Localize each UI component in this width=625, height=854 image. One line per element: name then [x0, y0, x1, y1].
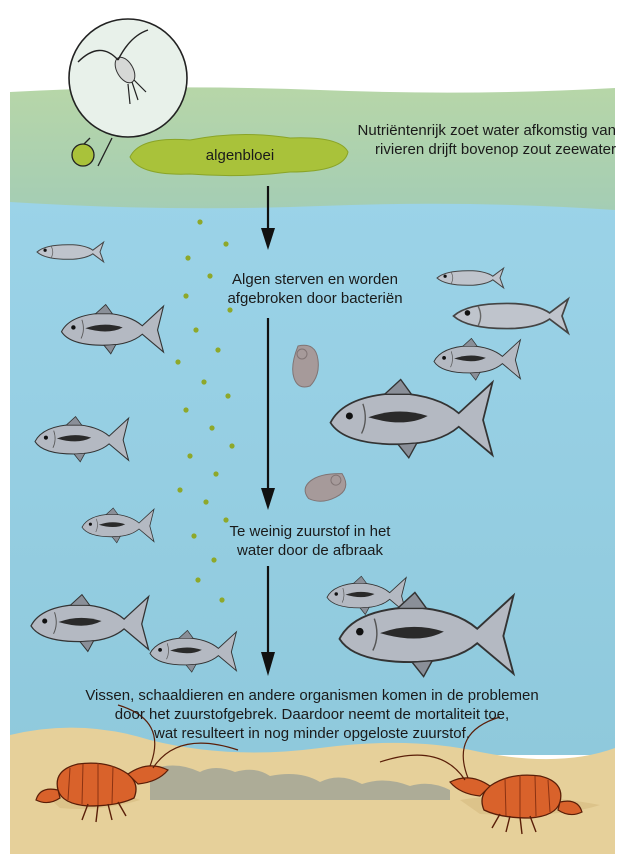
label-surface-water-2: rivieren drijft bovenop zout zeewater [316, 140, 616, 159]
label-step1-line1: Algen sterven en worden [200, 270, 430, 289]
label-step2-line1: Te weinig zuurstof in het [210, 522, 410, 541]
label-step3-line2: door het zuurstofgebrek. Daardoor neemt … [12, 705, 612, 724]
label-surface-water-1: Nutriëntenrijk zoet water afkomstig van [316, 121, 616, 140]
dead-organism-1 [293, 345, 319, 387]
label-algae-bloom: algenbloei [190, 146, 290, 165]
label-step3-line1: Vissen, schaaldieren en andere organisme… [12, 686, 612, 705]
label-step2-line2: water door de afbraak [210, 541, 410, 560]
label-step1-line2: afgebroken door bacteriën [200, 289, 430, 308]
label-step3-line3: wat resulteert in nog minder opgeloste z… [12, 724, 612, 743]
